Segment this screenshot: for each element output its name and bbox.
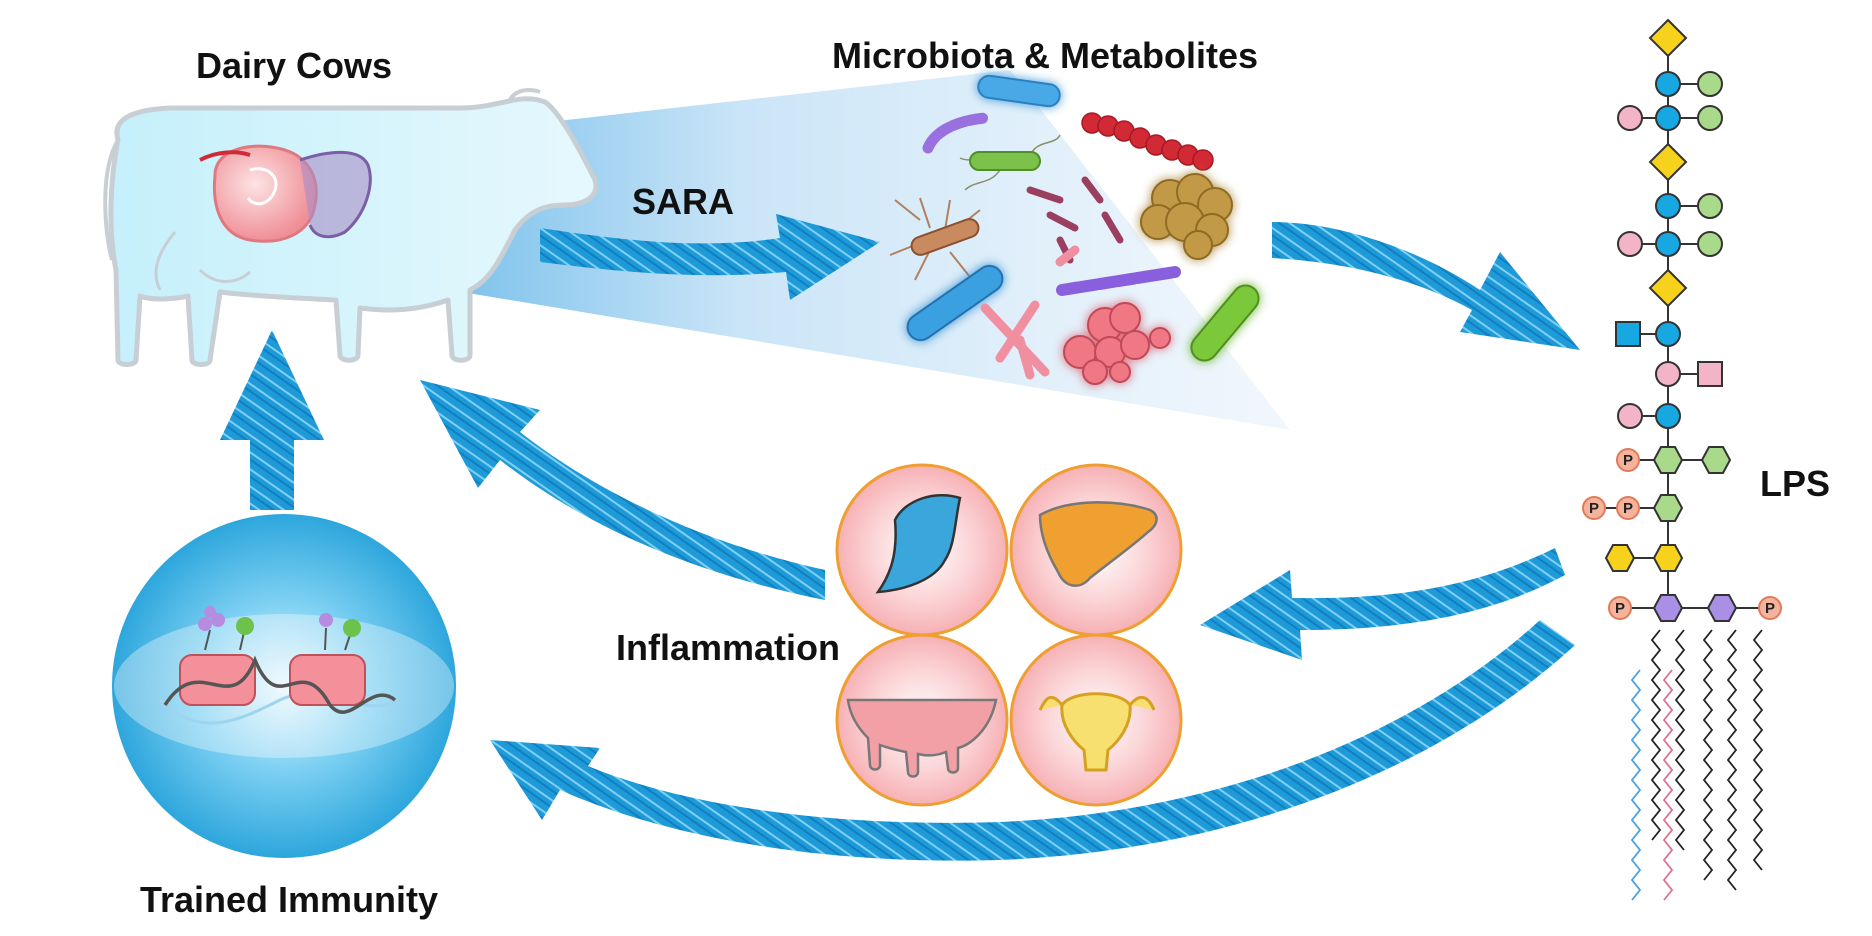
uterus-circle — [1009, 633, 1183, 807]
phosphate-label: P — [1765, 600, 1775, 617]
label-trained-immunity: Trained Immunity — [140, 879, 439, 920]
microbiota-cluster — [889, 74, 1260, 385]
arrow-trained-to-cow — [220, 330, 324, 510]
pink-cocci-icon — [1063, 302, 1171, 385]
label-lps: LPS — [1760, 463, 1831, 504]
arrow-sara — [540, 214, 880, 300]
phosphate-label: P — [1623, 452, 1633, 469]
uterus-icon — [1038, 692, 1156, 772]
phosphate-icon — [1582, 448, 1782, 620]
arrow-lps-to-inflammation — [1200, 548, 1565, 660]
label-microbiota-metabolites: Microbiota & Metabolites — [832, 35, 1259, 76]
lps-molecule-icon: P P P P P — [1582, 18, 1782, 901]
label-inflammation: Inflammation — [616, 627, 841, 668]
rumen-icon — [199, 144, 372, 243]
label-sara: SARA — [632, 181, 735, 222]
streptococcus-chain-icon — [1081, 112, 1214, 171]
cocci-cluster-icon — [1140, 173, 1233, 260]
arrow-to-lps — [1272, 222, 1580, 350]
arrow-lps-to-trained-immunity — [490, 620, 1575, 861]
phosphate-label: P — [1623, 500, 1633, 517]
flagellated-bacteria-icon — [959, 134, 1061, 191]
chromatin-nucleosome-icon — [158, 606, 401, 725]
liver-icon — [1038, 501, 1158, 587]
mammary-gland-circle — [835, 463, 1009, 637]
phosphate-label: P — [1615, 600, 1625, 617]
trained-immunity-cell — [112, 514, 456, 858]
arrows — [220, 214, 1580, 861]
organ-panel — [835, 463, 1183, 807]
label-dairy-cows: Dairy Cows — [196, 45, 393, 86]
liver-circle — [1009, 463, 1183, 637]
mammary-gland-icon — [875, 493, 962, 594]
phosphate-label: P — [1589, 500, 1599, 517]
udder-circle — [835, 633, 1009, 807]
spiky-bacteria-icon — [889, 197, 981, 281]
udder-icon — [846, 698, 998, 778]
arrow-inflammation-to-cow — [420, 380, 825, 600]
